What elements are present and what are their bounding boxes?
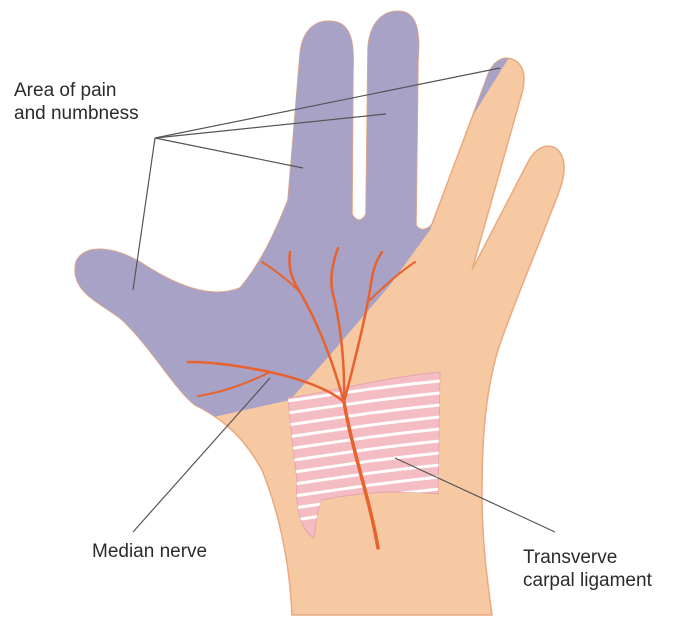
label-ligament-line1: Transverve [523,546,652,569]
label-area-of-pain: Area of pain and numbness [14,79,139,125]
label-pain-line2: and numbness [14,102,139,125]
label-pain-line1: Area of pain [14,79,139,102]
label-ligament-line2: carpal ligament [523,569,652,592]
label-carpal-ligament: Transverve carpal ligament [523,546,652,592]
pain-leader-index [155,138,303,168]
label-median-nerve: Median nerve [92,540,207,563]
